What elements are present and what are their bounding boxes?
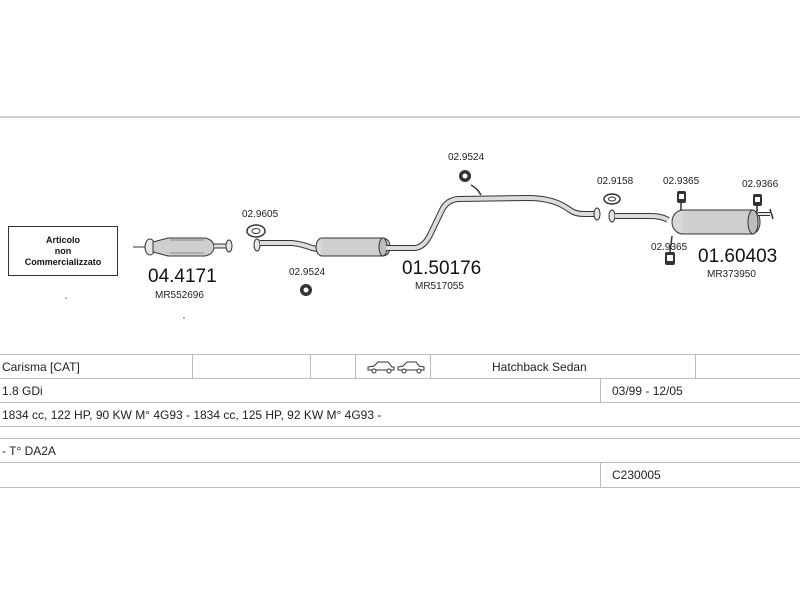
engine-cell: 1.8 GDi bbox=[2, 384, 43, 398]
hanger-top-code: 02.9524 bbox=[448, 152, 485, 163]
gasket-rear-part[interactable] bbox=[603, 193, 621, 205]
dot-marker bbox=[65, 297, 67, 299]
middle-silencer-part[interactable] bbox=[253, 194, 601, 257]
notice-line-3: Commercializzato bbox=[24, 256, 102, 267]
exhaust-diagram: 04.4171 MR552696 02.9605 01.50176 MR5170… bbox=[65, 152, 779, 319]
gasket-rear-code: 02.9158 bbox=[597, 176, 634, 187]
body-type-icons bbox=[366, 355, 426, 379]
model-cell: Carisma [CAT] bbox=[2, 360, 80, 374]
notice-line-1: Articolo bbox=[45, 234, 80, 245]
table-row-specs: 1834 cc, 122 HP, 90 KW M° 4G93 - 1834 cc… bbox=[0, 402, 800, 427]
table-row-model: Carisma [CAT] Hatchback Sedan bbox=[0, 354, 800, 379]
column-divider bbox=[600, 463, 601, 487]
type-cell: - T° DA2A bbox=[2, 444, 56, 458]
sedan-car-icon bbox=[397, 361, 425, 374]
hanger-front-part[interactable] bbox=[300, 284, 312, 296]
hanger-rear-a-code: 02.9365 bbox=[663, 176, 700, 187]
front-pipe-code: 04.4171 bbox=[148, 266, 217, 287]
body-cell: Hatchback Sedan bbox=[492, 360, 587, 374]
front-pipe-oem: MR552696 bbox=[155, 290, 204, 301]
hatchback-car-icon bbox=[367, 361, 395, 374]
gasket-front-part[interactable] bbox=[246, 224, 266, 238]
hanger-rear-c-code: 02.9365 bbox=[651, 242, 688, 253]
middle-silencer-code: 01.50176 bbox=[402, 258, 481, 279]
column-divider bbox=[600, 379, 601, 403]
hanger-rear-c-part[interactable] bbox=[665, 235, 675, 265]
hanger-rear-b-part[interactable] bbox=[753, 194, 762, 212]
column-divider bbox=[430, 355, 431, 379]
middle-silencer-oem: MR517055 bbox=[415, 281, 464, 292]
specs-cell: 1834 cc, 122 HP, 90 KW M° 4G93 - 1834 cc… bbox=[2, 408, 382, 422]
hanger-top-part[interactable] bbox=[459, 170, 482, 196]
dot-marker bbox=[183, 317, 185, 319]
column-divider bbox=[310, 355, 311, 379]
column-divider bbox=[192, 355, 193, 379]
front-pipe-part[interactable] bbox=[138, 237, 233, 257]
column-divider bbox=[355, 355, 356, 379]
years-cell: 03/99 - 12/05 bbox=[612, 384, 683, 398]
table-row-engine: 1.8 GDi 03/99 - 12/05 bbox=[0, 378, 800, 403]
table-row-catalog: C230005 bbox=[0, 462, 800, 488]
rear-silencer-part[interactable] bbox=[608, 208, 774, 235]
table-row-spacer bbox=[0, 426, 800, 439]
top-frame-line bbox=[0, 116, 800, 118]
hanger-rear-b-code: 02.9366 bbox=[742, 179, 779, 190]
hanger-rear-a-part[interactable] bbox=[677, 191, 686, 211]
column-divider bbox=[695, 355, 696, 379]
hanger-front-code: 02.9524 bbox=[289, 267, 326, 278]
gasket-front-code: 02.9605 bbox=[242, 209, 279, 220]
notice-line-2: non bbox=[54, 245, 72, 256]
catalog-code-cell: C230005 bbox=[612, 468, 661, 482]
rear-silencer-code: 01.60403 bbox=[698, 246, 777, 267]
not-commercialized-notice: Articolo non Commercializzato bbox=[8, 226, 118, 276]
rear-silencer-oem: MR373950 bbox=[707, 269, 756, 280]
table-row-type: - T° DA2A bbox=[0, 438, 800, 463]
